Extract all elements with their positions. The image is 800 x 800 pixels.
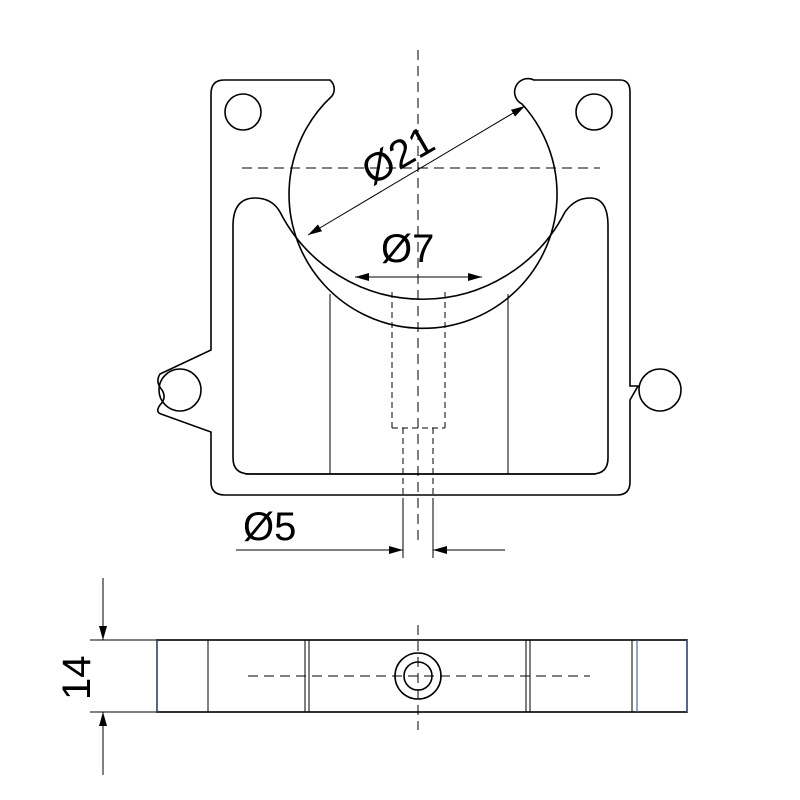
dim-outer-diameter-line [307,105,526,236]
dim-outer-diameter-label: Ø21 [355,118,442,194]
side-tab-hole-left [158,368,202,412]
side-view-outline [156,639,688,713]
dim-bore-diameter-label: Ø7 [381,227,434,271]
mounting-hole-top-right [575,93,613,131]
mounting-hole-top-left [224,93,262,131]
side-hole-inner [403,661,433,691]
dim-thickness-label: 14 [55,656,99,701]
dim-hole-diameter-label: Ø5 [243,505,296,549]
hidden-bore [391,292,446,500]
side-hole-outer [394,652,442,700]
top-view-inner-pocket [232,197,609,475]
side-view: 14 [55,578,688,775]
top-view: Ø21 Ø7 Ø5 [156,50,682,558]
side-tab-knob-right [638,368,682,412]
